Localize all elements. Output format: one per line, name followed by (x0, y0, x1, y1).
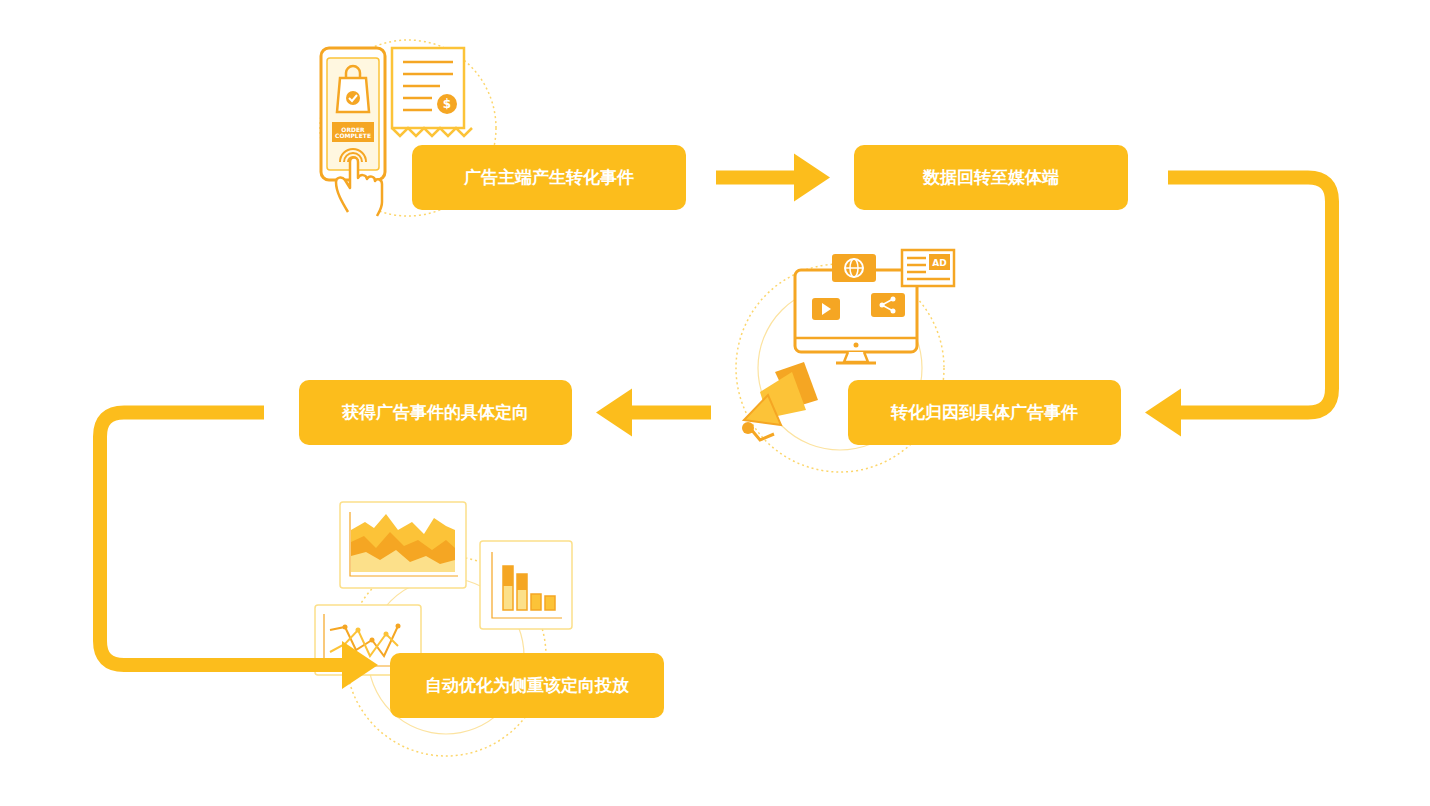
box-label: 获得广告事件的具体定向 (342, 402, 529, 422)
process-box: 获得广告事件的具体定向 (299, 380, 572, 445)
box-label: 转化归因到具体广告事件 (891, 402, 1078, 422)
flow-arrow (716, 154, 830, 202)
icon-label: AD (929, 259, 950, 268)
box-label: 广告主端产生转化事件 (464, 167, 634, 187)
process-box: 自动优化为侧重该定向投放 (390, 653, 664, 718)
icon-label: ORDER COMPLETE (332, 127, 374, 140)
process-box: 广告主端产生转化事件 (412, 145, 686, 210)
flow-arrow (100, 413, 378, 690)
process-box: 数据回转至媒体端 (854, 145, 1128, 210)
box-label: 数据回转至媒体端 (923, 167, 1059, 187)
process-box: 转化归因到具体广告事件 (848, 380, 1121, 445)
icon-label: $ (437, 98, 457, 111)
flow-arrow (1145, 178, 1332, 437)
box-label: 自动优化为侧重该定向投放 (425, 675, 629, 695)
flow-arrow (596, 389, 711, 437)
